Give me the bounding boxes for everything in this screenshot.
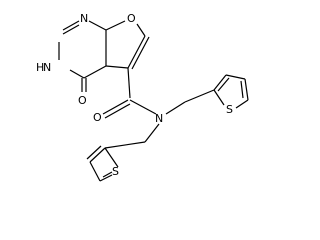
bond <box>62 24 80 35</box>
bond <box>235 99 249 109</box>
atom-label-o-amide: O <box>93 111 102 124</box>
methylene-bond <box>184 89 215 103</box>
bond <box>131 36 150 70</box>
bond <box>89 161 101 182</box>
atom-label-s-thiophene-right: S <box>226 103 233 116</box>
atom-label-nh: N <box>43 61 51 74</box>
bond <box>104 147 119 168</box>
atom-label-n-pyrimidine: N <box>80 12 88 25</box>
atom-label-s-thiophene-bottom: S <box>112 165 119 178</box>
bond <box>105 65 129 69</box>
bond <box>88 20 107 31</box>
pyrimidinone-ring <box>58 20 107 79</box>
bond <box>105 20 126 31</box>
bond <box>225 74 246 80</box>
bond <box>217 77 230 92</box>
bond <box>83 65 107 79</box>
amide-bond <box>129 99 157 115</box>
molecule-structure-diagram: O N N H O O N S S <box>36 12 249 182</box>
atom-label-o-furan: O <box>127 12 136 25</box>
bond <box>240 80 244 99</box>
thiophene-ring-right <box>213 74 249 109</box>
bond <box>136 23 146 37</box>
methylene-bond <box>144 123 160 143</box>
atom-label-n-amide: N <box>155 112 163 125</box>
thiophene-ring-bottom <box>86 145 119 182</box>
carbonyl-bond <box>102 99 129 115</box>
bond <box>127 35 146 69</box>
amide-bond <box>127 67 131 99</box>
bond <box>244 78 249 101</box>
methylene-bond <box>104 141 146 149</box>
bond <box>86 145 102 160</box>
bond <box>62 20 80 31</box>
bond <box>213 89 225 106</box>
bond <box>69 69 85 79</box>
furan-ring <box>105 20 150 70</box>
methylene-bond <box>165 101 186 115</box>
atom-label-o-ketone: O <box>78 94 87 107</box>
bond <box>99 174 113 182</box>
bond <box>89 147 106 163</box>
bond <box>213 74 227 91</box>
bond <box>102 171 113 178</box>
carbonyl-bond <box>104 103 131 119</box>
atom-label-h: H <box>36 61 44 74</box>
